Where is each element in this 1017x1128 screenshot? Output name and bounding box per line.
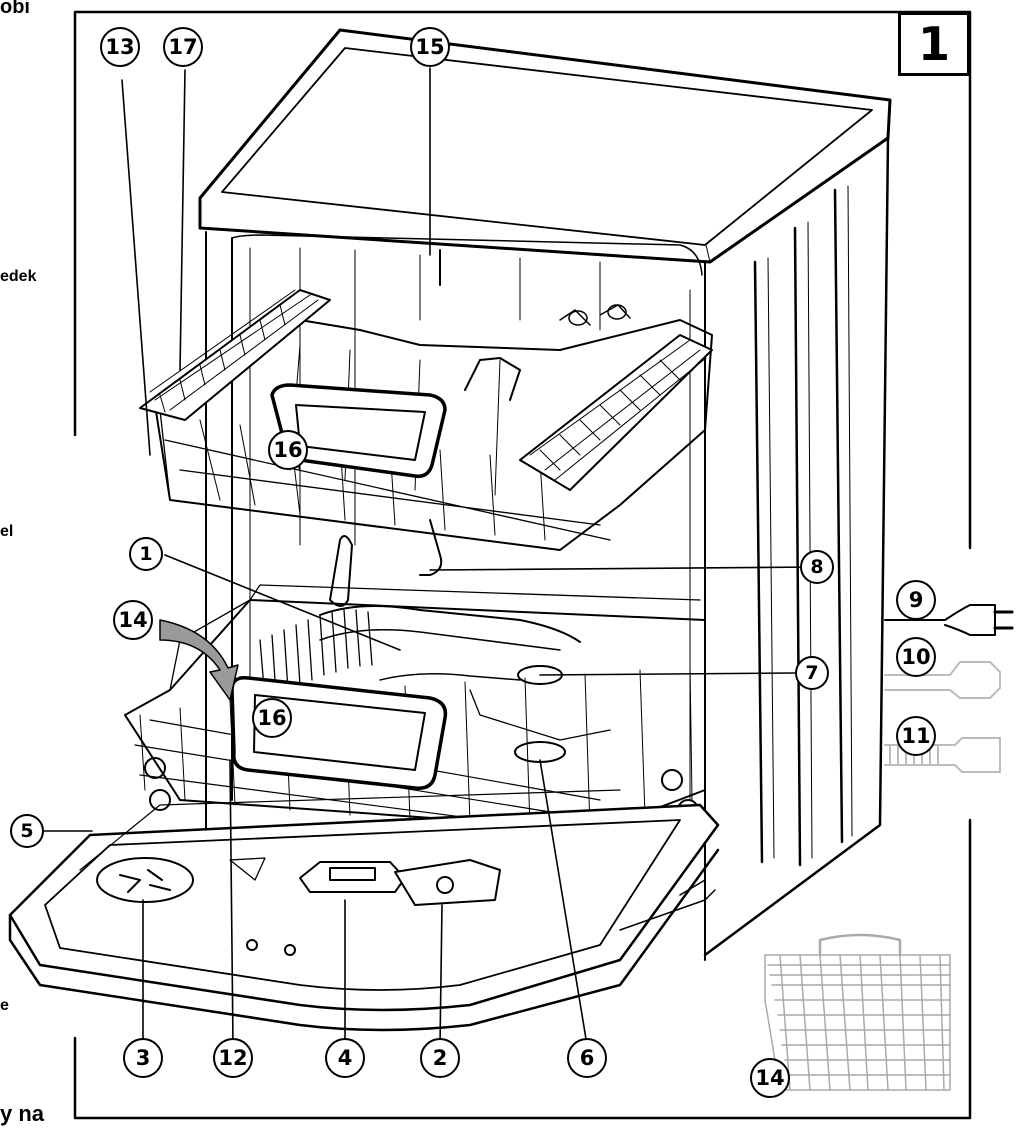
- cabinet-side: [703, 136, 890, 957]
- callout-3: 3: [123, 1038, 163, 1078]
- callout-16-lower: 16: [252, 698, 292, 738]
- inlet-hose: [884, 661, 1001, 699]
- callout-14-arrow: 14: [113, 600, 153, 640]
- margin-text-3: el: [0, 523, 14, 540]
- callout-10: 10: [896, 637, 936, 677]
- callout-2: 2: [420, 1038, 460, 1078]
- callout-1: 1: [129, 537, 163, 571]
- callout-17: 17: [163, 27, 203, 67]
- detergent-dispenser: [299, 861, 406, 893]
- callout-12: 12: [213, 1038, 253, 1078]
- lower-basket: [124, 599, 706, 831]
- callout-16-upper: 16: [268, 430, 308, 470]
- callout-13: 13: [100, 27, 140, 67]
- figure-number: 1: [898, 12, 970, 76]
- door: [8, 803, 720, 1012]
- rinse-aid-dispenser: [394, 859, 501, 906]
- upper-cutlery-rack: [139, 289, 331, 421]
- callout-9: 9: [896, 580, 936, 620]
- callout-6: 6: [567, 1038, 607, 1078]
- callout-5: 5: [10, 814, 44, 848]
- margin-text-5: y na: [0, 1101, 45, 1126]
- callout-4: 4: [325, 1038, 365, 1078]
- margin-text-top: obi: [0, 0, 30, 18]
- callout-7: 7: [795, 656, 829, 690]
- callout-14-basket: 14: [750, 1058, 790, 1098]
- callout-15: 15: [410, 27, 450, 67]
- mains-plug: [884, 604, 1014, 636]
- salt-container-cap: [96, 857, 194, 903]
- callout-8: 8: [800, 550, 834, 584]
- callout-11: 11: [896, 716, 936, 756]
- margin-text-4: e: [0, 997, 9, 1014]
- cup-shelf: [519, 334, 713, 491]
- cutlery-basket: [764, 933, 951, 1091]
- margin-text-2: edek: [0, 268, 37, 285]
- figure-frame: [73, 10, 972, 1120]
- basket-insert-arrow: [159, 619, 239, 701]
